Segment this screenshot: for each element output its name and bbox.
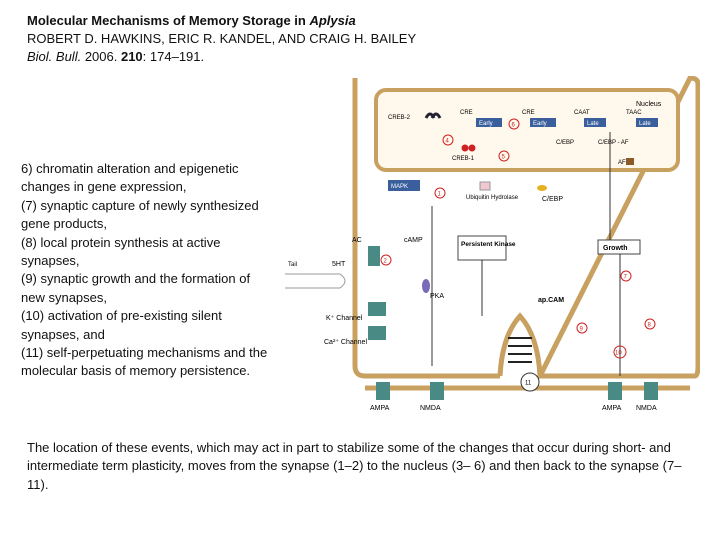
creb2-label: CREB-2 bbox=[388, 115, 411, 121]
mapk-box bbox=[388, 180, 420, 191]
late2-box bbox=[636, 118, 658, 127]
ampa-left-label: AMPA bbox=[370, 405, 390, 412]
af-label: AF bbox=[618, 160, 626, 166]
figure-svg: Nucleus CREB-2 CRE Early CRE Early CAAT … bbox=[280, 75, 701, 416]
ubiquitin-box bbox=[479, 181, 491, 191]
marker-2 bbox=[380, 254, 392, 266]
marker-10 bbox=[613, 345, 627, 359]
nmda-right-label: NMDA bbox=[636, 405, 657, 412]
svg-text:7: 7 bbox=[624, 275, 628, 281]
ampa-left-receptor bbox=[376, 382, 390, 400]
camp-label: cAMP bbox=[404, 237, 423, 244]
late1-box bbox=[584, 118, 606, 127]
cell-membrane bbox=[352, 75, 701, 379]
mapk-label: MAPK bbox=[391, 184, 408, 190]
cebp-af-label: C/EBP - AF bbox=[598, 140, 629, 146]
ca-channel bbox=[368, 326, 386, 340]
creb1-marker bbox=[461, 144, 469, 152]
creb1-marker bbox=[468, 144, 476, 152]
mechanism-list: 6) chromatin alteration and epigenetic c… bbox=[21, 160, 271, 381]
early2-label: Early bbox=[533, 121, 547, 127]
cebp-label: C/EBP bbox=[542, 196, 563, 203]
authors: ROBERT D. HAWKINS, ERIC R. KANDEL, AND C… bbox=[27, 31, 417, 46]
creb1-label: CREB-1 bbox=[452, 156, 475, 162]
marker-5 bbox=[498, 150, 510, 162]
marker-1 bbox=[434, 187, 446, 199]
growth-label: Growth bbox=[603, 245, 628, 252]
nmda-left-label: NMDA bbox=[420, 405, 441, 412]
marker-8 bbox=[644, 318, 656, 330]
citation-header: Molecular Mechanisms of Memory Storage i… bbox=[27, 12, 487, 66]
pka-label: PKA bbox=[430, 293, 444, 300]
cre1-label: CRE bbox=[460, 110, 473, 116]
svg-text:8: 8 bbox=[648, 323, 652, 329]
svg-text:10: 10 bbox=[615, 351, 622, 357]
k-channel bbox=[368, 302, 386, 316]
cre2-label: CRE bbox=[522, 110, 535, 116]
marker-9 bbox=[576, 322, 588, 334]
svg-text:1: 1 bbox=[438, 192, 442, 198]
nmda-left-receptor bbox=[430, 382, 444, 400]
apcam-label: ap.CAM bbox=[538, 297, 564, 304]
list-item: (9) synaptic growth and the formation of… bbox=[21, 271, 251, 305]
svg-text:6: 6 bbox=[512, 123, 516, 129]
cycle-icon bbox=[520, 372, 540, 392]
synaptic-bud bbox=[497, 312, 543, 377]
figure-caption: The location of these events, which may … bbox=[27, 440, 682, 492]
late1-label: Late bbox=[587, 121, 599, 127]
list-item: (10) activation of pre-existing silent s… bbox=[21, 308, 222, 342]
marker-11-label: 11 bbox=[525, 381, 532, 387]
early1-label: Early bbox=[479, 121, 493, 127]
early2-box bbox=[530, 118, 556, 127]
ca-channel-label: Ca²⁺ Channel bbox=[324, 339, 367, 346]
svg-text:9: 9 bbox=[580, 327, 584, 333]
persistent-kinase-box bbox=[457, 235, 507, 261]
ubiquitin-label: Ubiquitin Hydrolase bbox=[466, 195, 519, 201]
tail-neuron bbox=[285, 273, 346, 289]
svg-text:4: 4 bbox=[446, 139, 450, 145]
marker-4 bbox=[442, 134, 454, 146]
svg-text:2: 2 bbox=[384, 259, 388, 265]
memory-mechanism-figure: Nucleus CREB-2 CRE Early CRE Early CAAT … bbox=[280, 75, 701, 421]
cebp-top-label: C/EBP bbox=[556, 140, 574, 146]
ac-label: AC bbox=[352, 237, 362, 244]
ac-protein bbox=[368, 246, 380, 266]
caat-label: CAAT bbox=[574, 110, 590, 116]
marker-7 bbox=[620, 270, 632, 282]
nucleus bbox=[374, 88, 680, 172]
svg-text:5: 5 bbox=[502, 155, 506, 161]
list-item: (7) synaptic capture of newly synthesize… bbox=[21, 197, 259, 232]
tail-label: Tail bbox=[288, 262, 297, 268]
marker-6 bbox=[508, 118, 520, 130]
journal-reference: Biol. Bull. 2006. 210: 174–191. bbox=[27, 49, 205, 64]
growth-box bbox=[597, 239, 641, 255]
ampa-right-label: AMPA bbox=[602, 405, 622, 412]
nucleus-label: Nucleus bbox=[636, 101, 662, 108]
pka-marker bbox=[422, 279, 430, 293]
k-channel-label: K⁺ Channel bbox=[326, 315, 363, 322]
list-item: (11) self-perpetuating mechanisms and th… bbox=[21, 345, 268, 379]
list-item: 6) chromatin alteration and epigenetic c… bbox=[21, 161, 239, 195]
early1-box bbox=[476, 118, 502, 127]
late2-label: Late bbox=[639, 121, 651, 127]
list-item: (8) local protein synthesis at active sy… bbox=[21, 234, 221, 269]
af-box bbox=[626, 158, 634, 165]
persistent-kinase-label: Persistent Kinase bbox=[461, 241, 516, 248]
creb2-icon bbox=[424, 112, 442, 119]
ampa-right-receptor bbox=[608, 382, 622, 400]
nmda-right-receptor bbox=[644, 382, 658, 400]
5ht-label: 5HT bbox=[332, 261, 346, 268]
taac-label: TAAC bbox=[626, 110, 642, 116]
cebp-marker bbox=[537, 185, 547, 191]
paper-title: Molecular Mechanisms of Memory Storage i… bbox=[27, 13, 356, 28]
